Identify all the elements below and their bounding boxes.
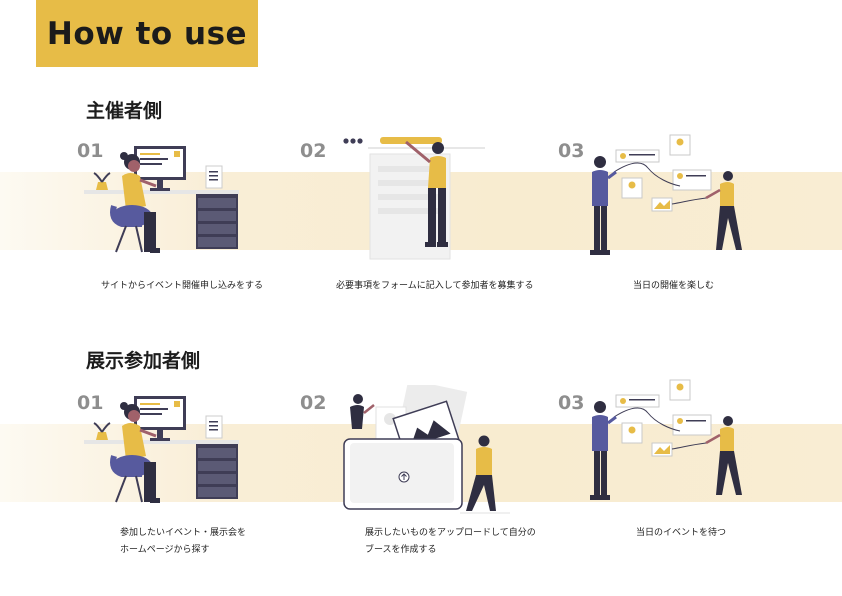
header-title: How to use (46, 15, 248, 52)
exhibitor-step-3-caption: 当日のイベントを待つ (636, 528, 727, 538)
how-to-use-header: How to use (36, 0, 258, 67)
exhibitor-step-1-caption-line-2: ホームページから探す (120, 545, 210, 555)
exhibitor-step-2-caption-line-1: 展示したいものをアップロードして自分の (365, 528, 536, 538)
exhibitor-step-1-caption-line-1: 参加したいイベント・展示会を (120, 528, 247, 538)
form-filling-illustration (340, 132, 510, 264)
exhibitor-step-1-caption: 参加したいイベント・展示会を ホームページから探す (120, 525, 246, 559)
desk-working-illustration (84, 140, 244, 265)
networking-illustration (580, 377, 750, 509)
organizer-step-1-caption: サイトからイベント開催申し込みをする (101, 281, 264, 291)
organizer-step-3-number: 03 (558, 140, 585, 162)
organizer-step-2-number: 02 (300, 140, 327, 162)
exhibitor-step-2-caption-line-2: ブースを作成する (365, 545, 437, 555)
exhibitor-section-title: 展示参加者側 (86, 350, 201, 372)
upload-illustration (340, 385, 510, 517)
organizer-step-3-caption: 当日の開催を楽しむ (633, 281, 715, 291)
organizer-step-2-caption: 必要事項をフォームに記入して参加者を募集する (336, 281, 534, 291)
exhibitor-step-2-number: 02 (300, 392, 327, 414)
networking-illustration (580, 132, 750, 264)
exhibitor-step-3-number: 03 (558, 392, 585, 414)
exhibitor-step-2-caption: 展示したいものをアップロードして自分の ブースを作成する (365, 525, 536, 559)
organizer-step-1-number: 01 (77, 140, 104, 162)
exhibitor-step-1-number: 01 (77, 392, 104, 414)
organizer-section-title: 主催者側 (86, 100, 163, 122)
desk-working-illustration (84, 390, 244, 515)
